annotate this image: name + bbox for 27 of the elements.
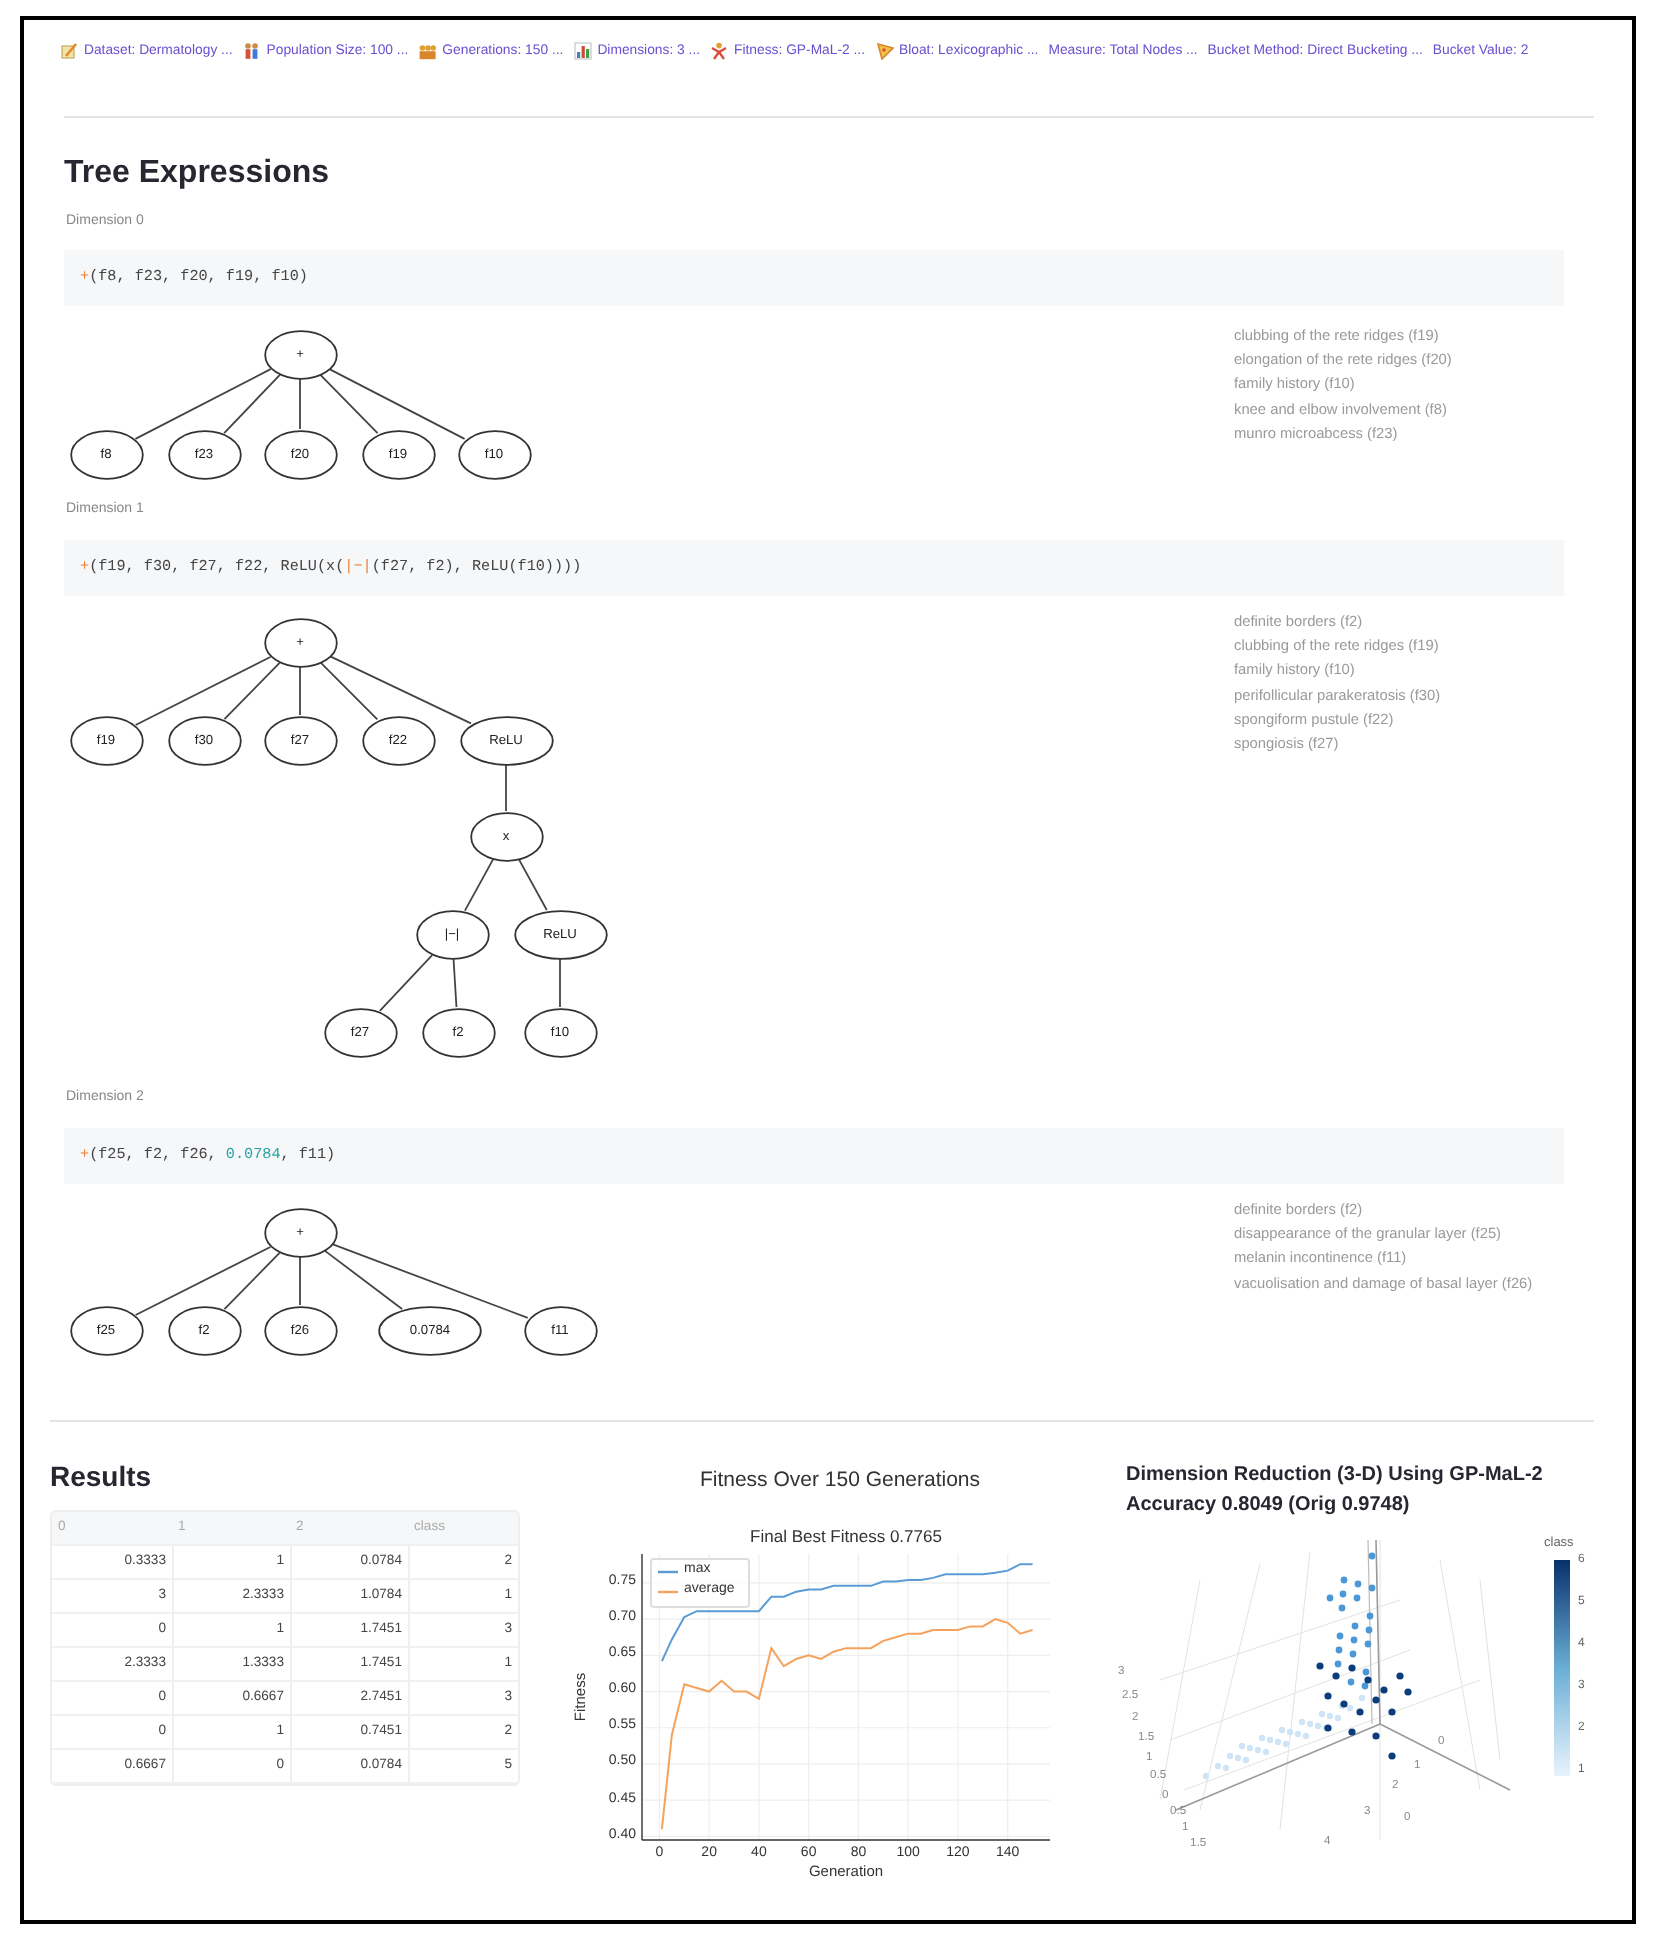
tree-edge — [331, 1243, 529, 1319]
tree-edge — [134, 656, 272, 726]
tree-edge — [223, 1251, 281, 1311]
tree-edge — [223, 661, 281, 721]
tree-edge — [452, 958, 458, 1008]
tree-edge — [518, 858, 548, 911]
tree-edge — [323, 1249, 403, 1310]
tree-edge — [319, 661, 379, 721]
tree-edge — [299, 1256, 301, 1306]
tree-edge — [505, 764, 507, 812]
tree-edge — [134, 368, 272, 440]
tree-edge — [223, 374, 281, 434]
section-heading: Tree Expressions — [64, 156, 330, 192]
tree-edge — [134, 1246, 272, 1316]
tree-edge — [559, 958, 561, 1008]
tree-edge — [464, 858, 494, 912]
tree-edge — [319, 373, 379, 435]
tree-edge — [328, 368, 466, 440]
chart-title: Dimension Reduction (3-D) Using GP-MaL-2 — [1126, 1464, 1543, 1486]
chart-title: Accuracy 0.8049 (Orig 0.9748) — [1126, 1494, 1410, 1516]
tree-edge — [378, 954, 434, 1012]
chart-title: Fitness Over 150 Generations — [697, 1468, 983, 1492]
tree-edge — [299, 378, 301, 430]
section-heading: Results — [50, 1460, 152, 1492]
tree-edge — [299, 666, 301, 716]
chart-subtitle: Final Best Fitness 0.7765 — [748, 1526, 944, 1546]
tree-edge — [329, 655, 472, 725]
